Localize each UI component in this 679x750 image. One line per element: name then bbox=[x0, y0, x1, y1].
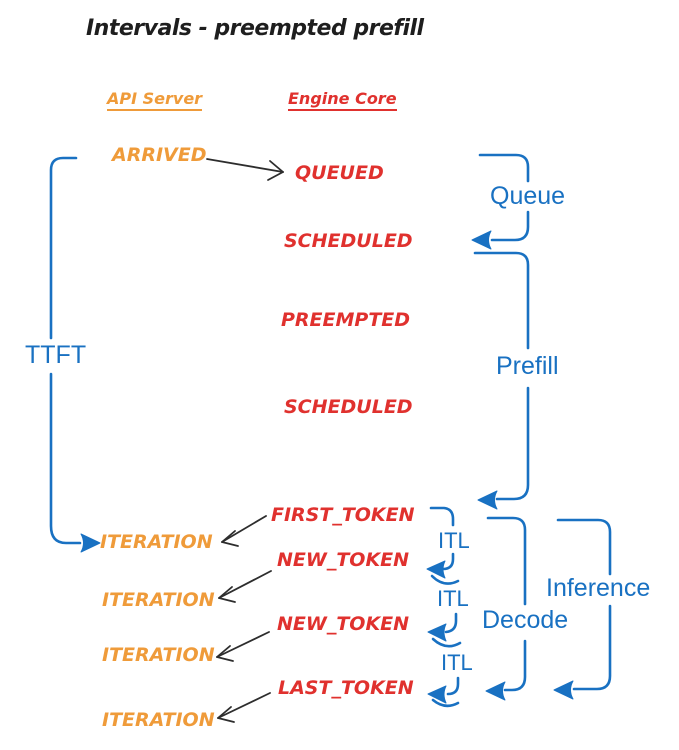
itl-2-tail bbox=[431, 637, 462, 648]
prefill-bracket-bottom bbox=[495, 386, 530, 501]
event-last-token: LAST_TOKEN bbox=[278, 677, 414, 699]
first-token-to-iteration-arrow bbox=[221, 515, 267, 547]
event-first-token: FIRST_TOKEN bbox=[271, 504, 415, 526]
itl-1-top-stub bbox=[429, 506, 455, 527]
event-new-token-1: NEW_TOKEN bbox=[277, 549, 410, 571]
new-token-1-to-iteration-arrow bbox=[218, 570, 272, 603]
event-scheduled-1: SCHEDULED bbox=[284, 230, 413, 252]
inference-arrowhead-icon bbox=[553, 680, 574, 700]
new-token-1-arrowhead-icon bbox=[218, 586, 236, 603]
page-title: Intervals - preempted prefill bbox=[86, 16, 424, 41]
queue-bracket-bottom bbox=[490, 210, 530, 242]
itl-2-arrowhead-icon bbox=[427, 623, 447, 642]
last-token-to-iteration-arrow bbox=[217, 692, 271, 723]
event-new-token-2: NEW_TOKEN bbox=[277, 613, 410, 635]
last-token-line bbox=[217, 692, 271, 719]
event-queued: QUEUED bbox=[295, 162, 384, 184]
inference-bracket-top bbox=[556, 518, 612, 576]
event-preempted: PREEMPTED bbox=[281, 309, 411, 331]
queue-bracket bbox=[471, 153, 530, 250]
prefill-bracket-top bbox=[473, 251, 530, 350]
itl-bracket-2 bbox=[427, 612, 462, 648]
prefill-bracket bbox=[473, 251, 530, 510]
decode-bracket bbox=[485, 516, 527, 701]
arrived-to-queued-line bbox=[206, 158, 284, 173]
event-scheduled-2: SCHEDULED bbox=[284, 396, 413, 418]
new-token-2-to-iteration-arrow bbox=[216, 631, 270, 662]
itl-2-hook bbox=[444, 612, 458, 634]
interval-label-itl-1: ITL bbox=[438, 528, 470, 553]
interval-label-prefill: Prefill bbox=[496, 352, 559, 380]
interval-label-inference: Inference bbox=[546, 574, 651, 602]
decode-bracket-top bbox=[486, 516, 527, 606]
itl-bracket-1 bbox=[426, 506, 460, 585]
itl-bracket-3 bbox=[427, 676, 460, 708]
queue-bracket-top bbox=[478, 153, 530, 183]
new-token-2-line bbox=[216, 631, 270, 658]
first-token-arrowhead-icon bbox=[221, 530, 239, 547]
itl-1-arrowhead-icon bbox=[426, 560, 446, 579]
column-header-engine-core: Engine Core bbox=[288, 90, 397, 111]
event-arrived: ARRIVED bbox=[112, 144, 207, 166]
column-header-api-server: API Server bbox=[107, 90, 203, 111]
itl-3-arrowhead-icon bbox=[427, 685, 447, 704]
event-iteration-3: ITERATION bbox=[102, 644, 215, 666]
prefill-arrowhead-icon bbox=[477, 490, 498, 510]
queue-arrowhead-icon bbox=[471, 230, 492, 250]
ttft-bracket-bottom bbox=[49, 372, 82, 545]
interval-label-decode: Decode bbox=[482, 606, 569, 634]
new-token-1-line bbox=[218, 570, 272, 599]
ttft-bracket bbox=[49, 156, 101, 553]
first-token-line bbox=[221, 515, 267, 543]
decode-bracket-bottom bbox=[503, 639, 527, 692]
interval-label-queue: Queue bbox=[490, 182, 566, 210]
event-iteration-4: ITERATION bbox=[102, 709, 215, 731]
ttft-arrowhead-icon bbox=[80, 533, 101, 553]
decode-arrowhead-icon bbox=[485, 681, 506, 701]
itl-1-hook bbox=[441, 552, 455, 571]
event-iteration-2: ITERATION bbox=[102, 589, 215, 611]
ttft-bracket-top bbox=[49, 156, 78, 340]
interval-label-itl-3: ITL bbox=[441, 650, 473, 675]
interval-label-itl-2: ITL bbox=[437, 586, 469, 611]
last-token-arrowhead-icon bbox=[217, 706, 235, 723]
inference-bracket-bottom bbox=[572, 604, 612, 691]
arrived-to-queued-arrow bbox=[206, 158, 284, 181]
inference-bracket bbox=[553, 518, 612, 700]
interval-label-ttft: TTFT bbox=[25, 341, 87, 369]
itl-3-hook bbox=[446, 676, 460, 696]
new-token-2-arrowhead-icon bbox=[216, 645, 234, 662]
event-iteration-1: ITERATION bbox=[100, 531, 213, 553]
itl-3-tail bbox=[431, 698, 460, 708]
itl-1-tail bbox=[430, 574, 460, 585]
arrived-to-queued-arrowhead-icon bbox=[267, 160, 284, 181]
